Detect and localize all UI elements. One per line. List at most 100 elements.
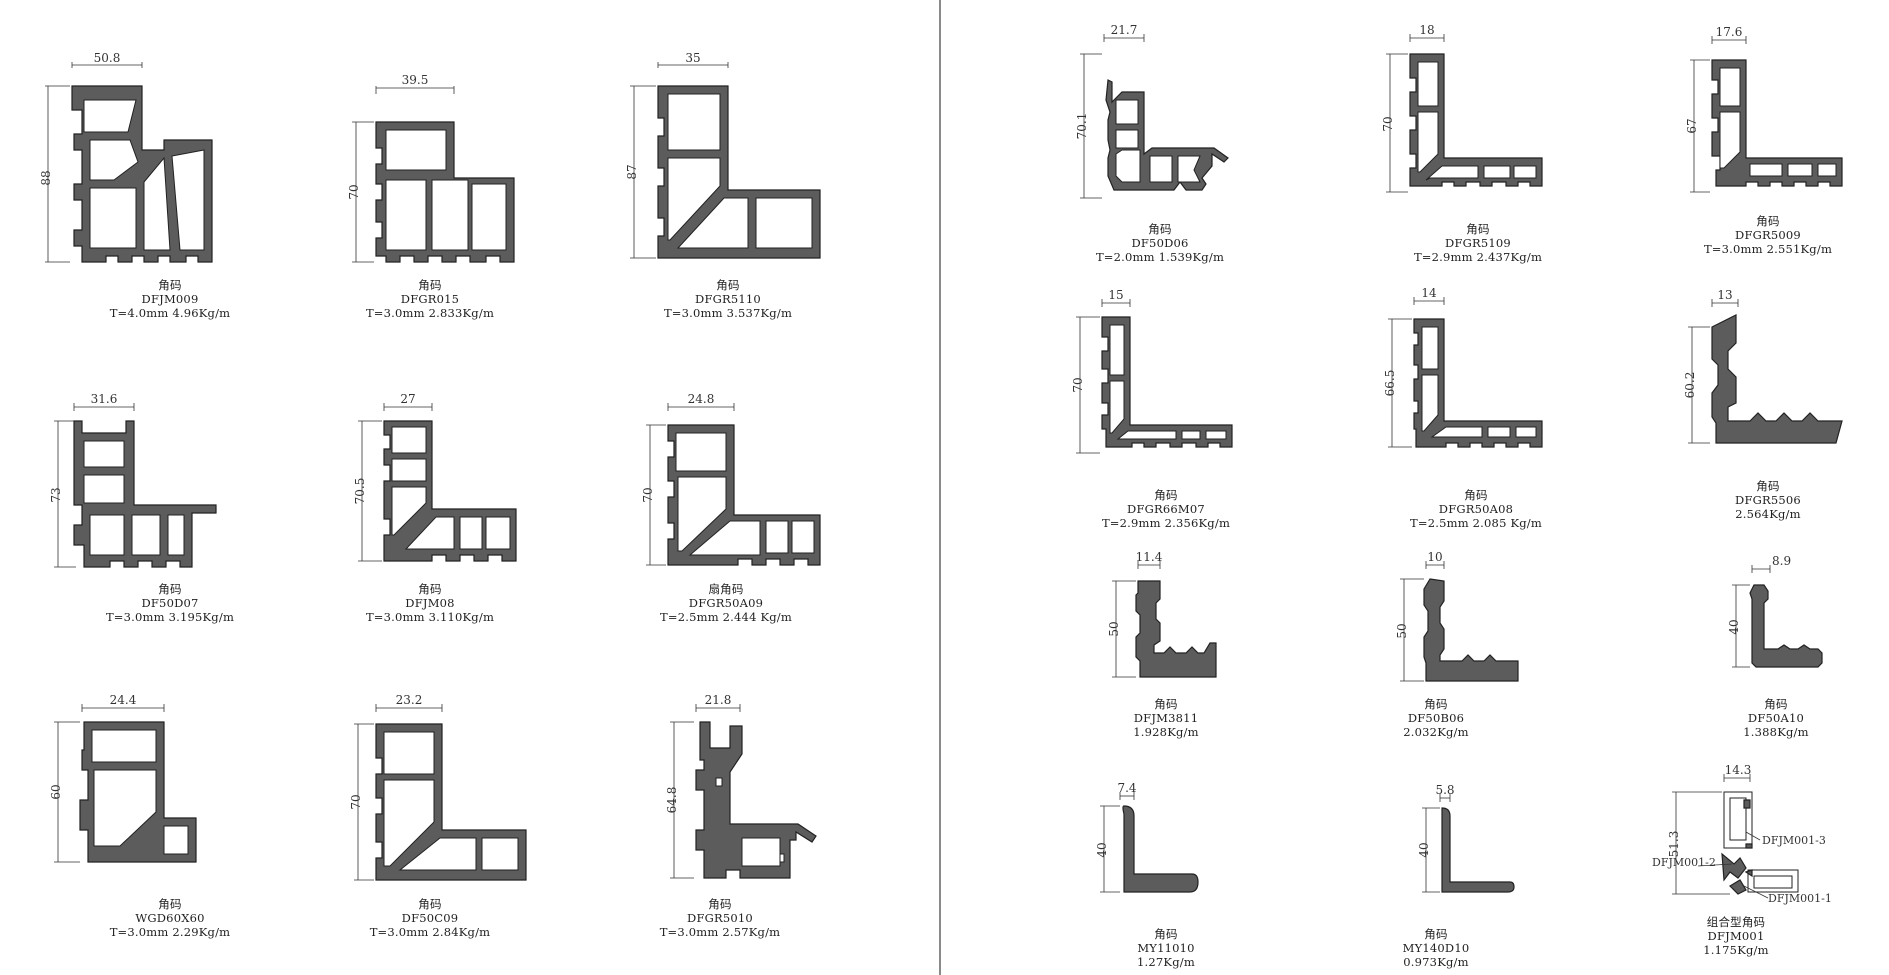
caption-title: 角码	[716, 278, 740, 292]
caption-code: DFJM3811	[1133, 711, 1199, 725]
profile-dfgr015: 39.5 70 角码 DFGR015 T=3.0mm 2.833Kg/m	[330, 50, 560, 330]
profile-dfjm08: 27 70.5 角码 DFJM08 T=3.0mm 3.110Kg/m	[330, 385, 560, 635]
caption: 角码 DF50B06 2.032Kg/m	[1326, 697, 1546, 739]
caption-code: DFGR5009	[1735, 228, 1801, 242]
width-dimension: 24.4	[110, 693, 137, 707]
width-dimension: 7.4	[1117, 781, 1136, 795]
caption-title: 角码	[1756, 479, 1780, 493]
caption-spec: T=3.0mm 2.29Kg/m	[109, 925, 231, 939]
profile-drawing: 23.2 70	[349, 693, 527, 881]
caption-code: DFJM001	[1707, 929, 1765, 943]
height-dimension: 70	[641, 487, 655, 502]
caption-spec: T=3.0mm 2.833Kg/m	[365, 306, 495, 320]
caption: 角码 DFGR5506 2.564Kg/m	[1658, 479, 1878, 521]
profile-drawing: 10 50	[1395, 550, 1519, 682]
width-dimension: 14	[1421, 286, 1437, 300]
height-dimension: 40	[1727, 619, 1741, 634]
caption-title: 角码	[158, 278, 182, 292]
height-dimension: 70	[349, 794, 363, 809]
caption-title: 角码	[418, 582, 442, 596]
caption: 角码 DF50A10 1.388Kg/m	[1666, 697, 1886, 739]
caption-spec: 1.388Kg/m	[1743, 725, 1809, 739]
caption: 扇角码 DFGR50A09 T=2.5mm 2.444 Kg/m	[616, 582, 836, 624]
caption-title: 组合型角码	[1706, 915, 1766, 929]
caption-spec: T=2.5mm 2.444 Kg/m	[660, 610, 792, 624]
caption: 角码 DFJM009 T=4.0mm 4.96Kg/m	[60, 278, 280, 320]
profile-dfgr5506: 13 60.2 角码 DFGR5506 2.564Kg/m	[1670, 285, 1889, 525]
caption-spec: 1.175Kg/m	[1703, 943, 1769, 957]
caption-spec: 1.27Kg/m	[1137, 955, 1195, 969]
profile-drawing: 18 70	[1381, 23, 1543, 193]
caption-title: 角码	[1464, 488, 1488, 502]
caption: 角码 DFJM3811 1.928Kg/m	[1056, 697, 1276, 739]
profile-drawing: 11.4 50	[1107, 550, 1217, 678]
width-dimension: 14.3	[1725, 763, 1752, 777]
caption-spec: T=3.0mm 3.195Kg/m	[105, 610, 235, 624]
profile-dfjm3811: 11.4 50 角码 DFJM3811 1.928Kg/m	[1060, 545, 1280, 755]
height-dimension: 73	[49, 487, 63, 502]
width-dimension: 24.8	[688, 392, 715, 406]
profile-drawing: 14 66.5	[1383, 286, 1543, 448]
profile-drawing: 39.5 70	[347, 73, 515, 263]
height-dimension: 60	[49, 784, 63, 799]
caption-code: DFGR5010	[687, 911, 753, 925]
profile-drawing: 24.8 70	[641, 392, 821, 566]
profile-dfgr50a09: 24.8 70 扇角码 DFGR50A09 T=2.5mm 2.444 Kg/m	[620, 385, 850, 635]
caption-spec: T=2.5mm 2.085 Kg/m	[1410, 516, 1542, 530]
caption-title: 角码	[1154, 488, 1178, 502]
width-dimension: 5.8	[1435, 783, 1454, 797]
profile-dfgr66m07: 15 70 角码 DFGR66M07 T=2.9mm 2.356Kg/m	[1060, 285, 1280, 530]
height-dimension: 64.8	[665, 787, 679, 814]
width-dimension: 21.7	[1111, 23, 1138, 37]
caption-title: 扇角码	[708, 582, 744, 596]
caption-title: 角码	[158, 582, 182, 596]
caption-code: DFGR5506	[1735, 493, 1801, 507]
caption: 角码 DF50D07 T=3.0mm 3.195Kg/m	[60, 582, 280, 624]
profile-drawing: 8.9 40	[1727, 554, 1823, 668]
caption-code: DFJM009	[141, 292, 199, 306]
caption-spec: 0.973Kg/m	[1403, 955, 1469, 969]
caption-title: 角码	[1154, 927, 1178, 941]
width-dimension: 27	[400, 392, 415, 406]
height-dimension: 87	[625, 164, 639, 179]
profile-drawing: 24.4 60	[49, 693, 197, 863]
caption: 角码 DFGR5010 T=3.0mm 2.57Kg/m	[610, 897, 830, 939]
profile-df50a10: 8.9 40 角码 DF50A10 1.388Kg/m	[1670, 545, 1889, 755]
caption: 角码 MY11010 1.27Kg/m	[1056, 927, 1276, 969]
height-dimension: 60.2	[1683, 372, 1697, 399]
width-dimension: 11.4	[1136, 550, 1163, 564]
profile-drawing: 21.8 64.8	[665, 693, 817, 879]
callout-dfjm001-3: DFJM001-3	[1762, 834, 1826, 847]
caption-title: 角码	[1154, 697, 1178, 711]
width-dimension: 50.8	[94, 51, 121, 65]
height-dimension: 70	[1071, 377, 1085, 392]
caption-spec: T=3.0mm 3.110Kg/m	[365, 610, 495, 624]
height-dimension: 51.3	[1667, 831, 1681, 858]
profile-drawing: 21.7 70.1	[1075, 23, 1229, 199]
profile-drawing: 14.3 51.3 DFJM001-3 DFJM001-2 DFJM001-1	[1652, 763, 1832, 905]
caption-code: DFGR66M07	[1127, 502, 1205, 516]
caption-code: DFGR5110	[695, 292, 761, 306]
caption-code: DF50A10	[1747, 711, 1805, 725]
caption-spec: 2.564Kg/m	[1735, 507, 1801, 521]
profile-drawing: 5.8 40	[1417, 783, 1515, 893]
caption-spec: T=3.0mm 2.551Kg/m	[1703, 242, 1833, 256]
width-dimension: 18	[1419, 23, 1434, 37]
profile-drawing: 35 87	[625, 51, 821, 259]
profile-drawing: 27 70.5	[353, 392, 517, 562]
caption: 角码 DFGR50A08 T=2.5mm 2.085 Kg/m	[1366, 488, 1586, 530]
width-dimension: 23.2	[396, 693, 423, 707]
profile-dfgr5009: 17.6 67 角码 DFGR5009 T=3.0mm 2.551Kg/m	[1670, 20, 1889, 260]
caption-code: DFGR50A08	[1438, 502, 1514, 516]
caption-spec: T=2.9mm 2.356Kg/m	[1101, 516, 1231, 530]
width-dimension: 35	[685, 51, 700, 65]
caption-title: 角码	[158, 897, 182, 911]
width-dimension: 39.5	[402, 73, 429, 87]
profile-drawing: 13 60.2	[1683, 288, 1843, 444]
profile-my140d10: 5.8 40 角码 MY140D10 0.973Kg/m	[1370, 770, 1590, 975]
caption: 角码 DFGR66M07 T=2.9mm 2.356Kg/m	[1056, 488, 1276, 530]
profile-dfgr5010: 21.8 64.8 角码 DFGR5010 T=3.0mm 2.57Kg/m	[620, 690, 850, 940]
height-dimension: 66.5	[1383, 370, 1397, 397]
caption-title: 角码	[708, 897, 732, 911]
caption-title: 角码	[418, 278, 442, 292]
